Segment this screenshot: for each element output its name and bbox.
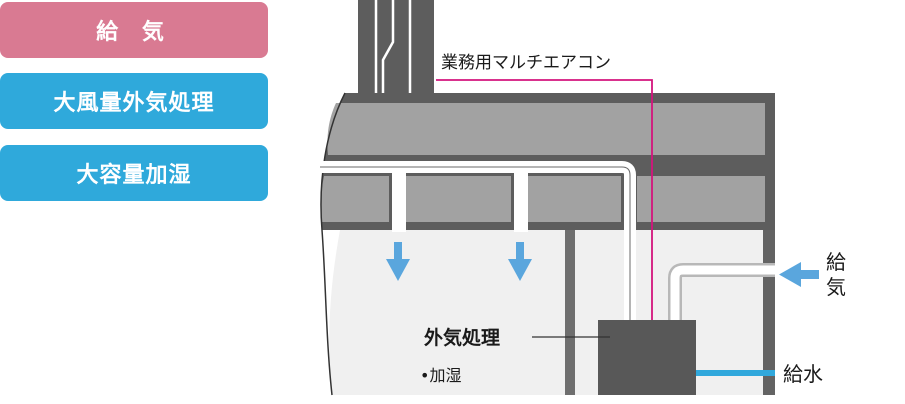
airflow-arrow-1 <box>386 242 410 281</box>
upper-slab <box>327 103 765 155</box>
unit-name-label: 外気処理 <box>424 326 500 349</box>
outdoor-air-unit <box>598 320 696 395</box>
airflow-arrow-2 <box>508 242 532 281</box>
roof-duct <box>358 0 434 93</box>
outdoor-air-duct <box>670 265 775 320</box>
duct-drop-1 <box>392 172 406 232</box>
ceiling-panel-1 <box>320 176 389 222</box>
water-pipe <box>696 370 775 376</box>
cut-edge <box>320 92 346 396</box>
water-supply-label: 給水 <box>783 362 823 386</box>
ceiling-panel-3 <box>527 176 621 222</box>
supply-air-label-1: 給 <box>826 250 846 274</box>
tag-supply-air: 給 気 <box>0 2 268 58</box>
intake-arrow <box>779 262 819 287</box>
ceiling-panel-4 <box>637 176 765 222</box>
tag-high-volume-outdoor-air: 大風量外気処理 <box>0 73 268 129</box>
interior-wall <box>565 230 575 395</box>
aircon-label: 業務用マルチエアコン <box>441 53 611 73</box>
duct-drop-2 <box>514 172 528 232</box>
tag-high-capacity-humidification: 大容量加湿 <box>0 145 268 201</box>
unit-sub-label: •加湿 <box>420 366 461 385</box>
aircon-line <box>436 79 653 320</box>
ceiling-panel-2 <box>405 176 511 222</box>
supply-air-label-2: 気 <box>826 275 846 299</box>
